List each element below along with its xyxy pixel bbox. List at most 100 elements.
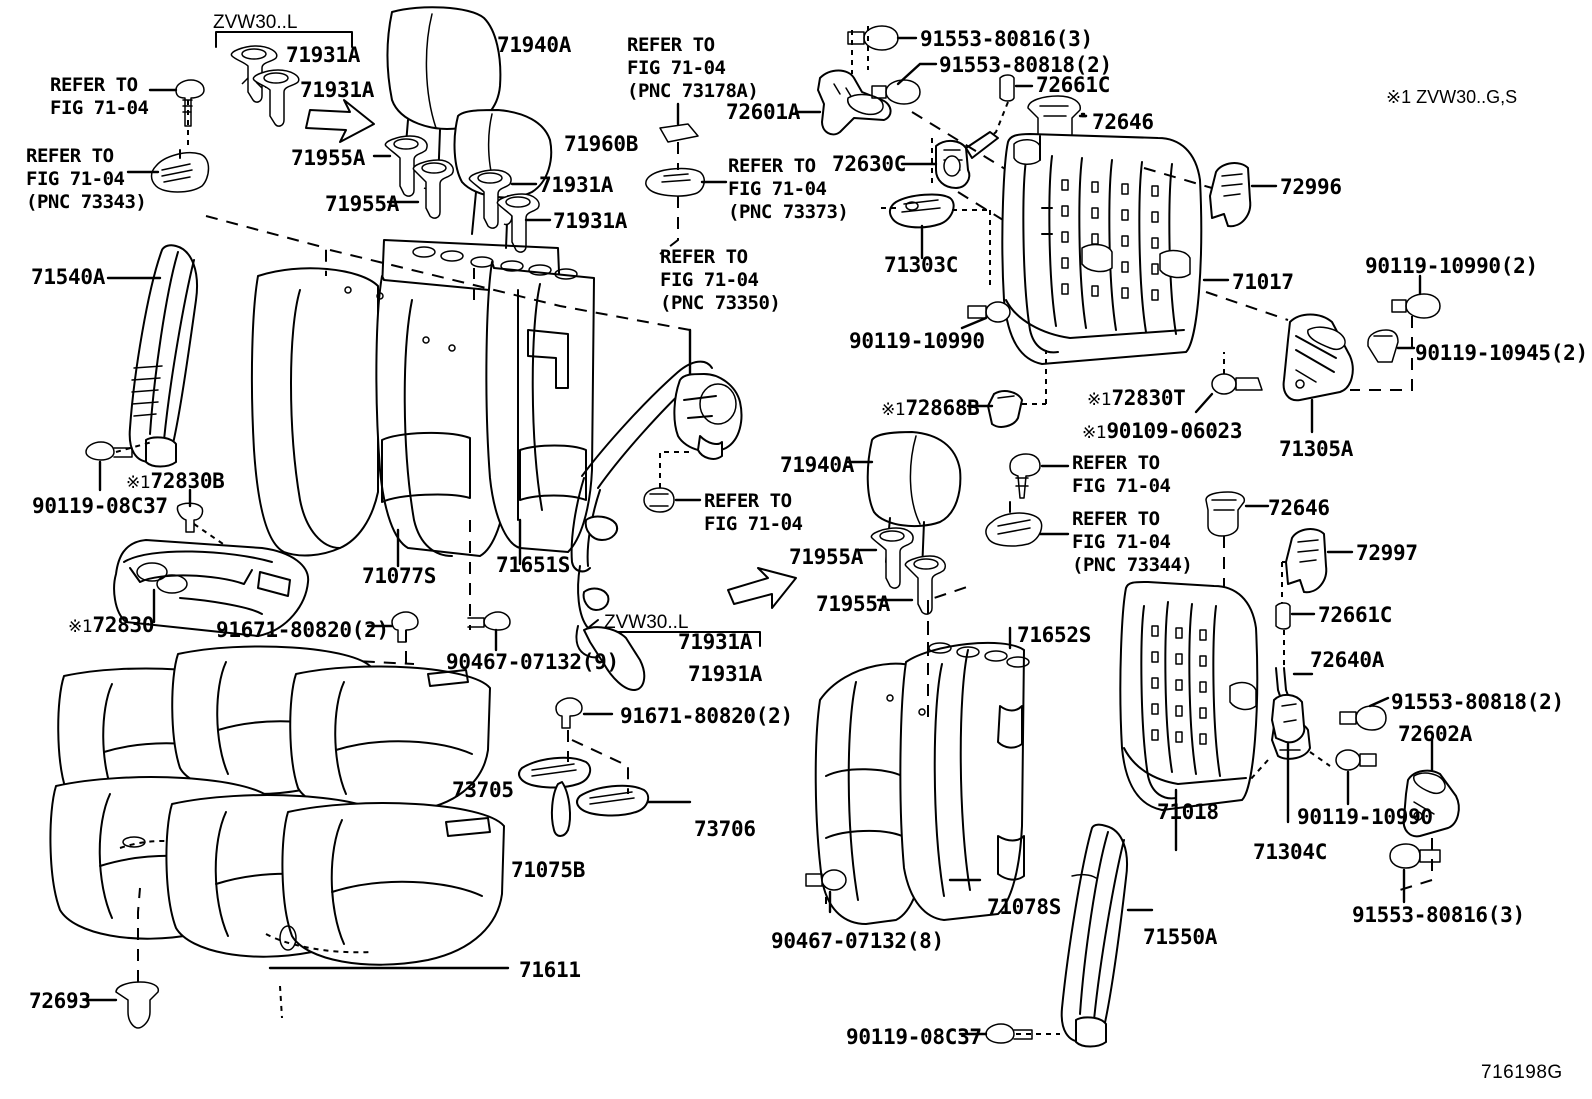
dash-73373-down xyxy=(659,196,679,255)
screw-90119-08C37-right xyxy=(958,1023,1033,1044)
bracket-71304C xyxy=(1271,694,1306,824)
refer-note-center-belt: REFER TO FIG 71-04 xyxy=(704,490,803,536)
trim-71550A xyxy=(1060,823,1154,1048)
part-label-90119-10945: 90119-10945(2) xyxy=(1415,341,1588,365)
note-star1-variant: ※1 ZVW30..G,S xyxy=(1386,87,1518,107)
variant-label-mid: ZVW30..L xyxy=(604,612,689,633)
headrest-71940A-right xyxy=(846,431,962,573)
grommet-72646-right xyxy=(1205,491,1270,537)
seat-cushion-71611 xyxy=(49,776,510,1019)
part-label-71931A-1: 71931A xyxy=(286,43,361,67)
part-label-72646-1: 72646 xyxy=(1092,110,1154,134)
bracket-71303C xyxy=(888,193,955,260)
screw-refer-fig7104-right xyxy=(1009,453,1070,499)
part-label-72640A: 72640A xyxy=(1310,648,1385,672)
trim-71540A xyxy=(106,244,198,468)
part-label-71955A-1: 71955A xyxy=(291,146,366,170)
clip-71955A-pair-topleft2 xyxy=(386,159,454,219)
pin-72661C-top xyxy=(999,74,1034,102)
part-label-72830B: ※172830B xyxy=(126,469,225,494)
bolt-90119-10990-low xyxy=(1335,749,1377,806)
bolt-90109-06023 xyxy=(1194,373,1263,414)
part-label-72693: 72693 xyxy=(29,989,91,1013)
screw-refer-fig7104-center xyxy=(643,487,702,513)
dash-72601A-right xyxy=(911,111,1011,173)
part-label-71651S: 71651S xyxy=(496,553,571,577)
part-label-72646-2: 72646 xyxy=(1268,496,1330,520)
clip-71931A-group-top2 xyxy=(252,69,300,127)
part-label-71611: 71611 xyxy=(519,958,581,982)
bolt-91553-80816-low xyxy=(1389,843,1441,904)
screw-90119-08C37-left xyxy=(85,441,133,492)
refer-note-pnc73350: REFER TO FIG 71-04 (PNC 73350) xyxy=(660,246,781,315)
part-label-72830T: ※172830T xyxy=(1087,386,1186,411)
refer-note-pnc73373: REFER TO FIG 71-04 (PNC 73373) xyxy=(728,155,849,224)
part-label-71652S: 71652S xyxy=(1017,623,1092,647)
part-label-73706: 73706 xyxy=(694,817,756,841)
screw-90467-07132-9 xyxy=(467,611,511,652)
variant-bracket-top-left xyxy=(215,31,353,48)
part-label-91553-80816-top: 91553-80816(3) xyxy=(920,27,1093,51)
dash-72602A xyxy=(1399,838,1433,891)
screw-91671-80820-right xyxy=(555,697,614,729)
part-label-90467-07132-8: 90467-07132(8) xyxy=(771,929,944,953)
plate-pnc73178A xyxy=(659,102,699,143)
figure-id: 716198G xyxy=(1481,1062,1563,1083)
part-label-90109-06023: ※190109-06023 xyxy=(1082,419,1243,444)
clip-71955A-pair-topleft xyxy=(372,135,433,197)
part-label-91553-80818-low: 91553-80818(2) xyxy=(1391,690,1564,714)
seatback-71077S-left xyxy=(250,239,595,557)
dash-belt-screw xyxy=(659,451,690,488)
part-label-71303C: 71303C xyxy=(884,253,959,277)
dash-main-diagonal-left xyxy=(205,215,327,276)
part-label-71931A-2: 71931A xyxy=(300,78,375,102)
part-label-71931A-3: 71931A xyxy=(539,173,614,197)
variant-label-top-left: ZVW30..L xyxy=(213,12,298,33)
dash-71652S xyxy=(927,585,971,656)
bolt-91553-80816-top xyxy=(847,25,918,51)
bolt-90119-10990-mid xyxy=(960,301,1011,330)
part-label-72630C: 72630C xyxy=(832,152,907,176)
part-label-71960B: 71960B xyxy=(564,132,639,156)
seat-frame-71017 xyxy=(1001,133,1230,365)
refer-note-right-1: REFER TO FIG 71-04 xyxy=(1072,452,1171,498)
refer-note-pnc73344: REFER TO FIG 71-04 (PNC 73344) xyxy=(1072,508,1193,577)
seat-frame-71018 xyxy=(1119,581,1259,852)
part-label-91671-80820-1: 91671-80820(2) xyxy=(216,618,389,642)
part-label-71075B: 71075B xyxy=(511,858,586,882)
dash-72830B-armrest xyxy=(193,523,227,547)
part-label-71017: 71017 xyxy=(1232,270,1294,294)
refer-note-top-left-1: REFER TO FIG 71-04 xyxy=(50,74,149,120)
part-label-71955A-2: 71955A xyxy=(325,192,400,216)
arrow-mid xyxy=(727,567,797,609)
part-label-71305A: 71305A xyxy=(1279,437,1354,461)
dash-72997 xyxy=(1281,561,1286,632)
part-label-71540A: 71540A xyxy=(31,265,106,289)
part-label-91553-80818-top: 91553-80818(2) xyxy=(939,53,1112,77)
part-number-72830B: 72830B xyxy=(150,469,225,493)
bracket-pnc73343 xyxy=(126,149,210,193)
latch-72630C xyxy=(900,131,999,189)
dash-91553-top xyxy=(851,26,869,74)
dash-right-bracket xyxy=(1205,291,1289,321)
refer-note-pnc73178a: REFER TO FIG 71-04 (PNC 73178A) xyxy=(627,34,759,103)
part-label-71931A-6: 71931A xyxy=(688,662,763,686)
part-label-72830: ※172830 xyxy=(68,613,154,638)
bolt-90119-10990-top xyxy=(1391,274,1441,319)
lever-72601A xyxy=(794,69,892,136)
part-label-72661C-1: 72661C xyxy=(1036,73,1111,97)
star-marker-90109: ※1 xyxy=(1082,423,1107,443)
part-label-72661C-2: 72661C xyxy=(1318,603,1393,627)
part-label-90119-10990-top: 90119-10990(2) xyxy=(1365,254,1538,278)
part-label-71940A-1: 71940A xyxy=(497,33,572,57)
part-number-72868B: 72868B xyxy=(905,396,980,420)
part-label-91671-80820-2: 91671-80820(2) xyxy=(620,704,793,728)
clip-72830B xyxy=(176,488,204,533)
part-label-71018: 71018 xyxy=(1157,800,1219,824)
clip-72997 xyxy=(1285,528,1354,594)
part-label-90119-10990-low: 90119-10990 xyxy=(1297,805,1433,829)
bracket-72602A xyxy=(1402,736,1460,838)
part-label-71078S: 71078S xyxy=(987,895,1062,919)
